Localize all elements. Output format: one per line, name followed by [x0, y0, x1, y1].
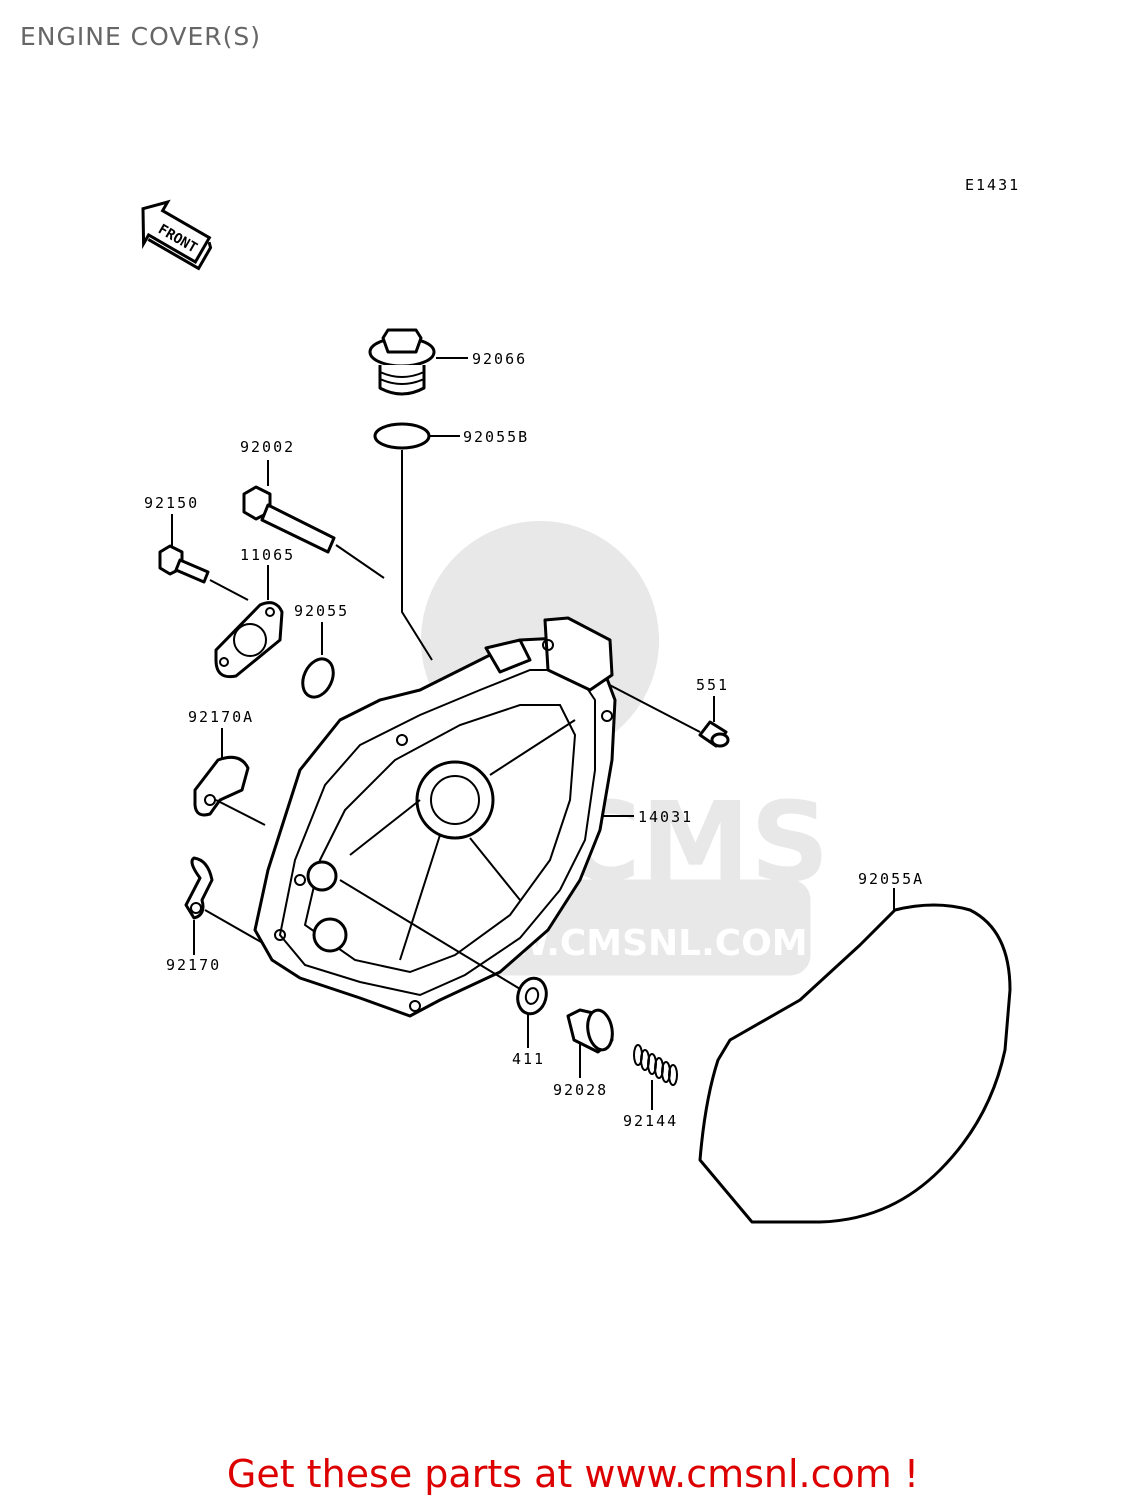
- label-92028: 92028: [553, 1081, 608, 1099]
- part-92002-bolt: [242, 485, 336, 554]
- figure-code: E1431: [965, 176, 1020, 194]
- label-11065: 11065: [240, 546, 295, 564]
- part-92144-spring: [633, 1044, 678, 1086]
- part-11065-cap: [214, 601, 284, 679]
- label-92066: 92066: [472, 350, 527, 368]
- part-92066-plug: [368, 328, 436, 396]
- label-14031: 14031: [638, 808, 693, 826]
- part-92028-collar: [566, 1008, 614, 1054]
- label-411: 411: [512, 1050, 545, 1068]
- part-92055a-gasket: [698, 903, 1012, 1224]
- label-551: 551: [696, 676, 729, 694]
- label-92150: 92150: [144, 494, 199, 512]
- label-92002: 92002: [240, 438, 295, 456]
- part-411-washer: [516, 976, 548, 1016]
- label-92144: 92144: [623, 1112, 678, 1130]
- label-92055: 92055: [294, 602, 349, 620]
- label-92055b: 92055B: [463, 428, 529, 446]
- part-92055b-oring: [373, 422, 431, 450]
- part-92055-oring: [301, 657, 335, 699]
- cta-link[interactable]: Get these parts at www.cmsnl.com !: [226, 1452, 920, 1496]
- label-92055a: 92055A: [858, 870, 924, 888]
- part-92170-clamp: [184, 856, 214, 920]
- part-551-dowel: [698, 720, 730, 748]
- label-92170: 92170: [166, 956, 221, 974]
- part-92150-bolt: [158, 544, 210, 584]
- page-title: ENGINE COVER(S): [20, 22, 262, 51]
- part-92170a-clamp: [193, 755, 250, 817]
- front-arrow-icon: FRONT: [141, 199, 213, 271]
- label-92170a: 92170A: [188, 708, 254, 726]
- part-14031-engine-cover: [253, 616, 617, 1018]
